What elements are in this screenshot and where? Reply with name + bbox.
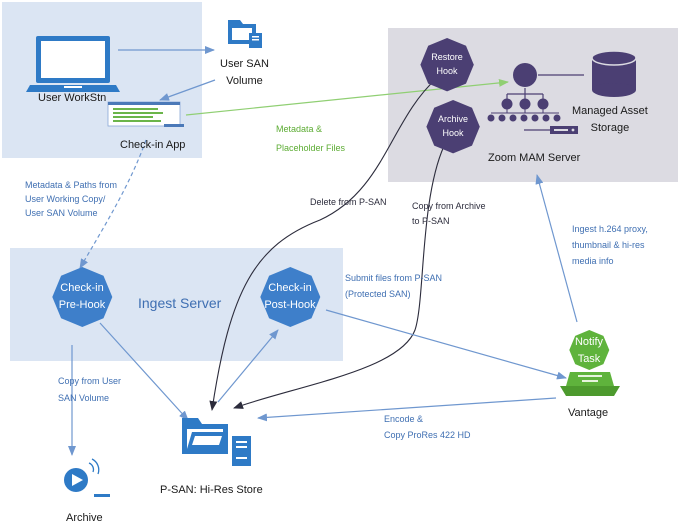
- edge-label-metadata-placeholder-line1: Metadata &: [276, 124, 323, 134]
- checkin-posthook-shape: [260, 267, 321, 327]
- archive-icon: [64, 458, 110, 497]
- edge-label-encode-copy: Encode & Copy ProRes 422 HD: [384, 411, 471, 443]
- edge-label-metadata-paths-line1: Metadata & Paths from: [25, 180, 118, 190]
- edges: [68, 46, 578, 456]
- edge-label-metadata-paths-line3: User SAN Volume: [25, 208, 98, 218]
- edge-label-submit-files-line1: Submit files from P-SAN: [345, 273, 443, 283]
- edge-label-copy-from-archive-line1: Copy from Archive: [412, 201, 486, 211]
- checkin-prehook-label-line2: Pre-Hook: [58, 298, 106, 311]
- edge-psan-to-posthook: [217, 329, 279, 403]
- server-rack-icon: [524, 126, 578, 134]
- edge-label-metadata-paths: Metadata & Paths from User Working Copy/…: [25, 178, 117, 220]
- edge-label-copy-from-user-line2: SAN Volume: [58, 393, 110, 403]
- edge-label-copy-from-archive: Copy from Archive to P-SAN: [412, 199, 486, 229]
- edge-archive-hook-to-psan: [233, 145, 445, 409]
- checkin-posthook-label-line1: Check-in: [268, 282, 312, 294]
- archive-label: Archive: [66, 512, 103, 524]
- edge-label-delete-from-psan: Delete from P-SAN: [310, 197, 387, 207]
- mam-server-label: Zoom MAM Server: [488, 152, 581, 164]
- checkin-prehook-label-line1: Check-in: [60, 282, 104, 294]
- user-san-volume-label-line2: Volume: [226, 74, 263, 87]
- archive-hook-label-line1: Archive: [437, 114, 468, 124]
- user-san-volume-label-line1: User SAN: [220, 58, 269, 70]
- restore-hook-label-line1: Restore: [431, 52, 463, 62]
- checkin-posthook-label: Check-in Post-Hook: [260, 280, 320, 313]
- edge-label-submit-files-line2: (Protected SAN): [345, 289, 411, 299]
- edge-label-metadata-paths-line2: User Working Copy/: [25, 194, 106, 204]
- edge-label-submit-files: Submit files from P-SAN (Protected SAN): [345, 270, 442, 302]
- edge-label-ingest-proxy-line2: thumbnail & hi-res: [572, 240, 645, 250]
- edge-vantage-to-psan: [257, 397, 557, 422]
- archive-hook-shape: [426, 100, 480, 154]
- edge-restore-hook-to-psan: [209, 77, 438, 411]
- edge-label-metadata-placeholder-line2: Placeholder Files: [276, 143, 346, 153]
- edge-label-ingest-proxy: Ingest h.264 proxy, thumbnail & hi-res m…: [572, 221, 648, 269]
- vantage-label: Vantage: [568, 407, 609, 419]
- psan-store-label: P-SAN: Hi-Res Store: [160, 484, 263, 496]
- notify-task-shape: [569, 330, 610, 370]
- archive-hook-label: Archive Hook: [431, 113, 475, 140]
- checkin-app-icon: [107, 101, 184, 127]
- managed-asset-storage-label: Managed Asset Storage: [572, 103, 648, 136]
- edge-checkin-to-prehook: [79, 139, 147, 269]
- edge-label-encode-copy-line2: Copy ProRes 422 HD: [384, 430, 471, 440]
- restore-hook-label: Restore Hook: [425, 51, 469, 78]
- checkin-app-label: Check-in App: [120, 139, 186, 151]
- checkin-prehook-shape: [52, 267, 113, 327]
- edge-posthook-to-vantage: [325, 309, 567, 380]
- psan-store-icon: [182, 418, 251, 466]
- edge-label-copy-from-user-line1: Copy from User: [58, 376, 122, 386]
- edge-label-ingest-proxy-line3: media info: [572, 256, 614, 266]
- restore-hook-label-line2: Hook: [436, 65, 458, 76]
- user-workstation-label: User WorkStn: [38, 92, 107, 104]
- edge-prehook-to-psan: [99, 322, 189, 421]
- notify-task-label-line1: Notify: [574, 336, 604, 348]
- checkin-posthook-label-line2: Post-Hook: [264, 298, 316, 311]
- edge-label-encode-copy-line1: Encode &: [384, 414, 424, 424]
- edge-san-to-checkin: [159, 79, 216, 101]
- edge-label-copy-from-user: Copy from User SAN Volume: [58, 373, 121, 407]
- notify-task-label-line2: Task: [577, 352, 601, 365]
- laptop-icon: [26, 36, 120, 92]
- managed-asset-storage-label-line2: Storage: [590, 121, 630, 134]
- archive-hook-label-line2: Hook: [442, 127, 464, 138]
- edge-label-ingest-proxy-line1: Ingest h.264 proxy,: [572, 224, 648, 234]
- database-icon: [591, 50, 637, 97]
- edge-label-metadata-placeholder: Metadata & Placeholder Files: [276, 120, 345, 158]
- ingest-server-label: Ingest Server: [138, 295, 222, 311]
- user-san-volume-label: User SAN Volume: [220, 56, 269, 89]
- san-volume-icon: [228, 20, 262, 48]
- vantage-pedestal-icon: [560, 372, 620, 396]
- checkin-prehook-label: Check-in Pre-Hook: [52, 280, 112, 313]
- managed-asset-storage-label-line1: Managed Asset: [572, 105, 648, 117]
- edge-label-copy-from-archive-line2: to P-SAN: [412, 216, 450, 226]
- notify-task-label: Notify Task: [569, 334, 609, 367]
- mam-network-icon: [487, 63, 584, 122]
- edge-vantage-to-mam: [535, 174, 578, 323]
- restore-hook-shape: [420, 38, 474, 92]
